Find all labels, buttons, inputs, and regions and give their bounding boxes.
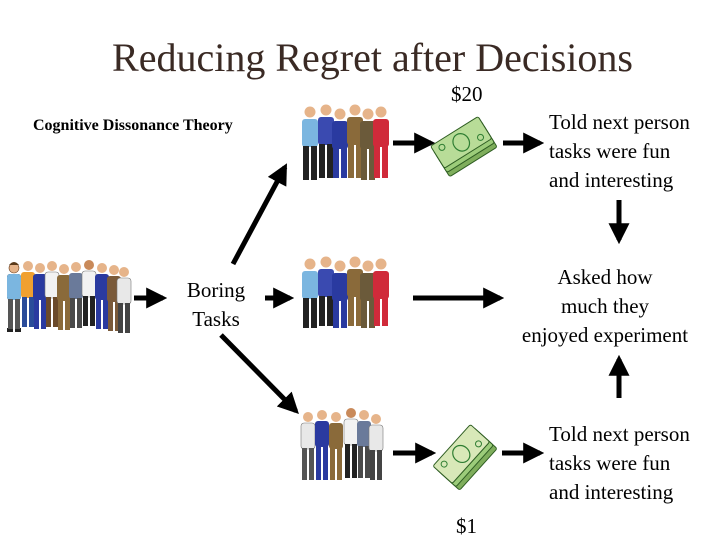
top-outcome-text: Told next person tasks were fun and inte… [549,108,690,195]
people-group-icon [302,256,389,328]
boring-tasks-label: Boring Tasks [186,278,246,331]
middle-outcome-text: Asked how much they enjoyed experiment [505,263,705,350]
outcome-line: and interesting [549,480,674,504]
people-group-icon [6,260,132,333]
bottom-amount-label: $1 [456,514,477,538]
outcome-line: tasks were fun [549,451,671,475]
bottom-outcome-text: Told next person tasks were fun and inte… [549,420,690,507]
money-stack-icon [430,116,497,177]
people-group-icon [300,408,384,480]
outcome-line: Told next person [549,422,690,446]
diagram-subtitle: Cognitive Dissonance Theory [33,117,233,134]
people-group-icon [302,104,389,180]
page-title: Reducing Regret after Decisions [112,35,633,80]
outcome-line: Asked how [557,265,653,289]
outcome-line: much they [560,294,650,318]
arrow-diagonal-down [219,333,299,414]
outcome-line: and interesting [549,168,674,192]
top-amount-label: $20 [451,82,483,106]
outcome-line: tasks were fun [549,139,671,163]
arrows [134,132,630,464]
outcome-line: enjoyed experiment [521,323,689,347]
outcome-line: Told next person [549,110,690,134]
money-stack-icon [433,424,497,490]
arrow-diagonal-up [230,163,288,266]
